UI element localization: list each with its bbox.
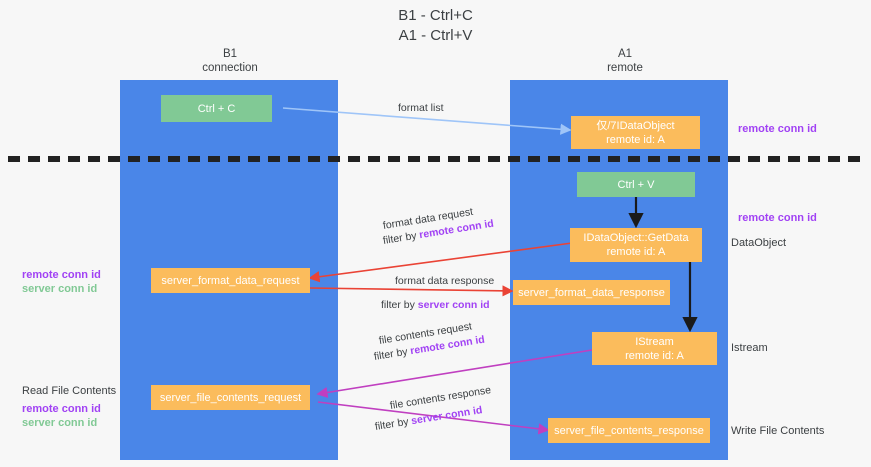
filter-prefix: filter by <box>373 345 412 363</box>
phase-divider <box>8 156 864 162</box>
node-server-format-data-response[interactable]: server_format_data_response <box>513 280 670 305</box>
node-istream[interactable]: IStream remote id: A <box>592 332 717 365</box>
node-idataobject-getdata[interactable]: IDataObject::GetData remote id: A <box>570 228 702 262</box>
arrow-format-data-response <box>309 285 514 297</box>
legend-left-low: remote conn id server conn id <box>22 402 101 430</box>
node-ctrl-c[interactable]: Ctrl + C <box>161 95 272 122</box>
annotation-remote-conn-id-top: remote conn id <box>738 123 817 135</box>
legend-remote-conn-id: remote conn id <box>22 403 101 415</box>
legend-server-conn-id: server conn id <box>22 283 98 295</box>
filter-prefix: filter by <box>381 299 418 311</box>
page-title: B1 - Ctrl+C A1 - Ctrl+V <box>398 7 473 44</box>
column-header-b1: B1 connection <box>202 48 258 74</box>
node-idataobject[interactable]: 仅/7IDataObject remote id: A <box>571 116 700 149</box>
node-server-format-data-request[interactable]: server_format_data_request <box>151 268 310 293</box>
edge-label-format-data-response: format data response <box>395 275 495 287</box>
edge-label-format-list: format list <box>398 102 444 114</box>
annotation-dataobject: DataObject <box>731 237 787 249</box>
annotation-istream: Istream <box>731 342 768 354</box>
node-server-file-contents-response[interactable]: server_file_contents_response <box>548 418 710 443</box>
legend-remote-conn-id: remote conn id <box>22 269 101 281</box>
legend-server-conn-id: server conn id <box>22 417 98 429</box>
edge-label-format-data-response-filter: filter by server conn id <box>381 298 490 312</box>
filter-key-server-conn-id: server conn id <box>417 299 490 311</box>
node-ctrl-v[interactable]: Ctrl + V <box>577 172 695 197</box>
legend-left-mid: remote conn id server conn id <box>22 268 101 296</box>
filter-prefix: filter by <box>374 415 413 433</box>
column-header-a1: A1 remote <box>607 48 643 74</box>
node-server-file-contents-request[interactable]: server_file_contents_request <box>151 385 310 410</box>
annotation-write-file-contents: Write File Contents <box>731 425 825 437</box>
annotation-read-file-contents: Read File Contents <box>22 385 117 397</box>
annotation-remote-conn-id-mid: remote conn id <box>738 212 817 224</box>
